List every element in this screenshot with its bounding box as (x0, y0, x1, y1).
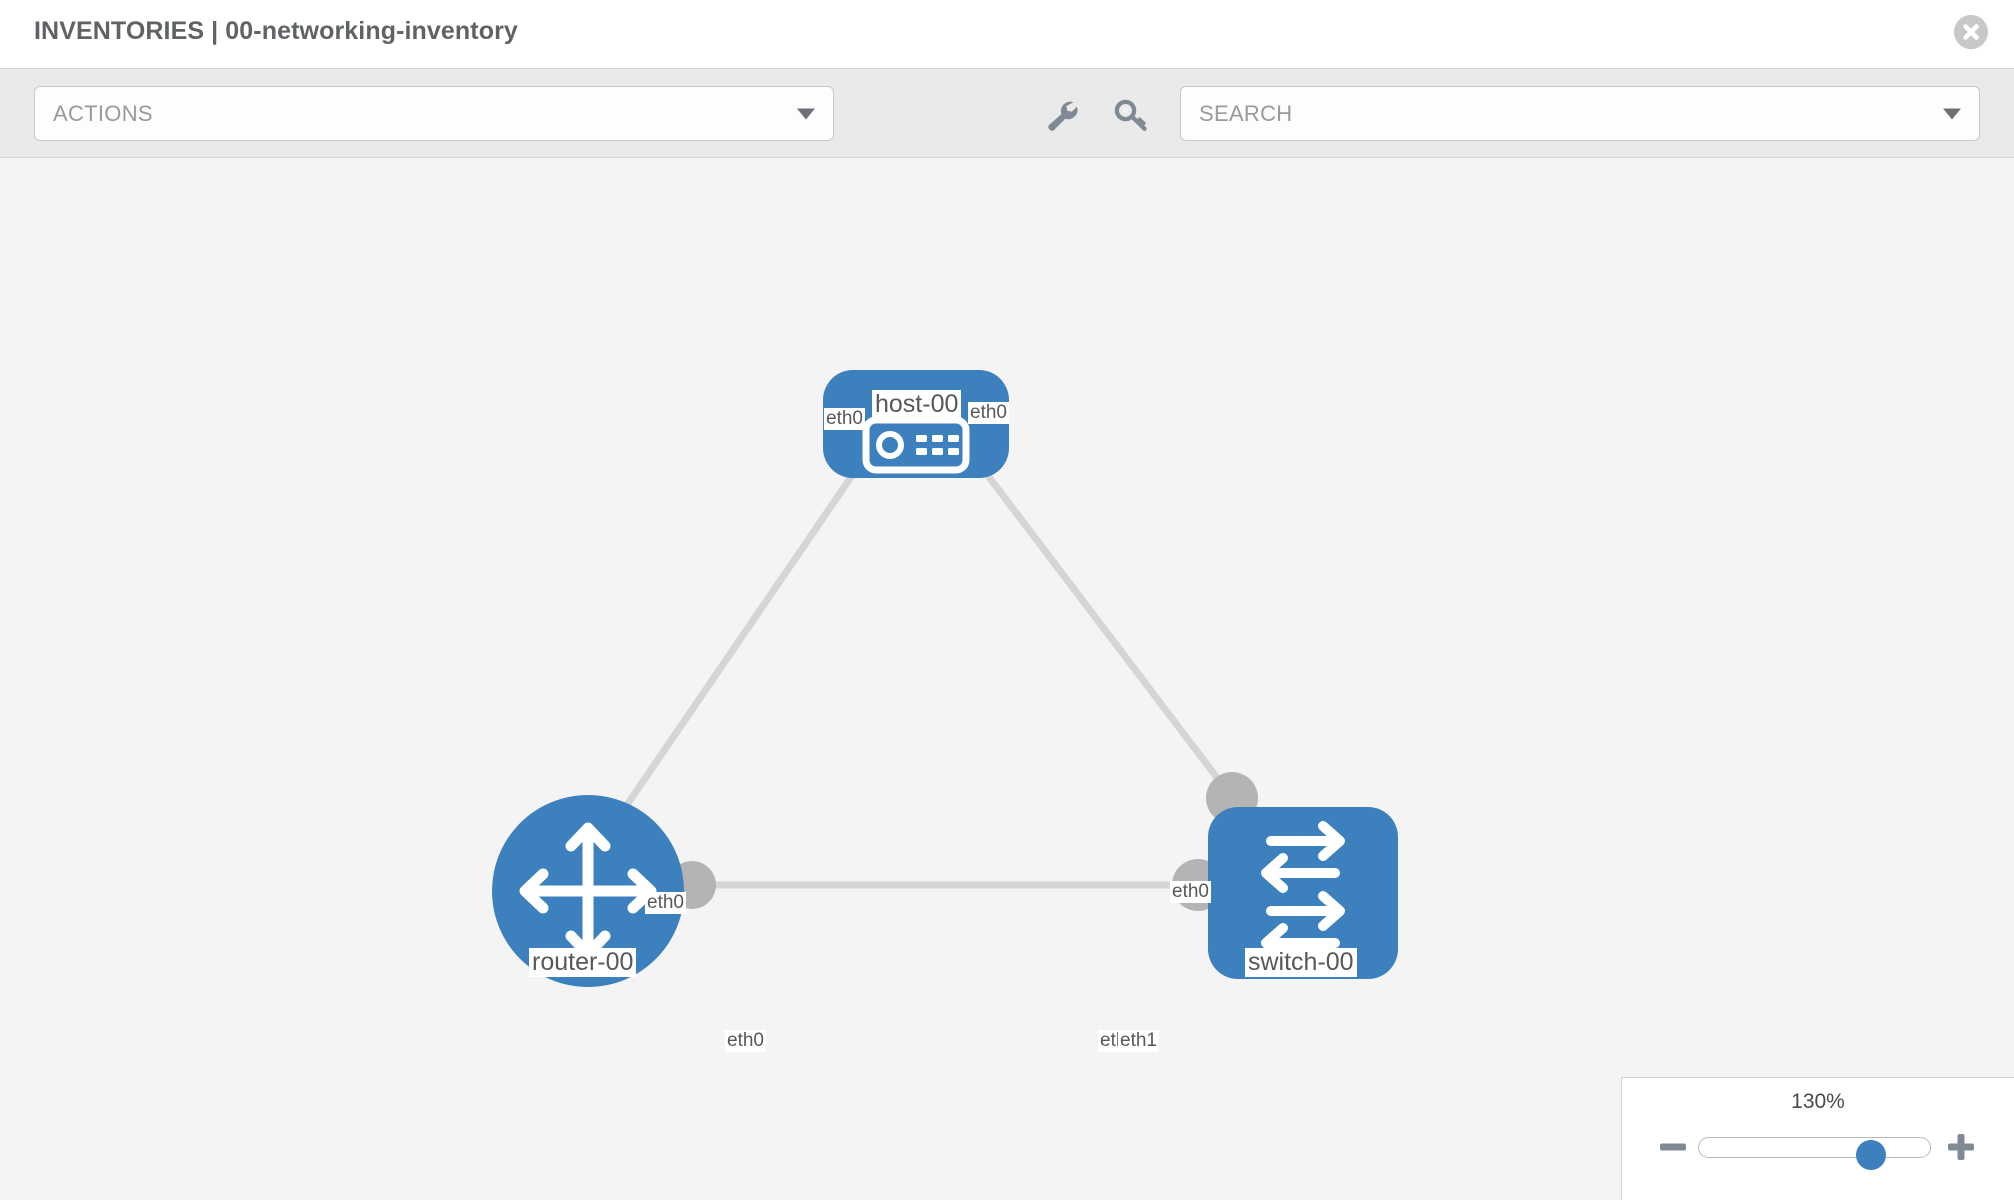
zoom-in-button[interactable] (1946, 1130, 1976, 1164)
wrench-button[interactable] (1044, 99, 1080, 131)
node-label-router-00: router-00 (529, 948, 637, 977)
actions-dropdown[interactable]: ACTIONS (34, 86, 834, 141)
node-host-00[interactable] (823, 370, 1009, 478)
node-switch-00[interactable] (1208, 807, 1398, 979)
key-button[interactable] (1114, 99, 1150, 131)
search-placeholder: SEARCH (1199, 100, 1293, 126)
zoom-slider-thumb[interactable] (1856, 1140, 1886, 1170)
zoom-slider-row (1622, 1130, 2014, 1170)
router-arrows-icon (519, 822, 657, 960)
page-header: INVENTORIES | 00-networking-inventory (0, 0, 2014, 68)
page-title: INVENTORIES | 00-networking-inventory (34, 17, 518, 45)
iface-label-switch-eth0-up: eth0 (1170, 881, 1211, 903)
iface-label-switch-eth1: eth1 (1118, 1030, 1159, 1052)
actions-dropdown-label: ACTIONS (53, 100, 153, 126)
iface-label-router-eth0-right: eth0 (725, 1030, 766, 1052)
server-appliance-icon (862, 416, 970, 474)
key-icon (1114, 99, 1147, 131)
chevron-down-icon (797, 108, 815, 119)
node-label-host-00: host-00 (872, 390, 962, 419)
topology-graph (492, 370, 1398, 987)
plus-icon (1948, 1134, 1974, 1160)
node-label-switch-00: switch-00 (1245, 948, 1357, 977)
iface-label-host-eth0-right: eth0 (968, 402, 1009, 424)
zoom-level-value: 130% (1791, 1090, 1845, 1113)
iface-label-router-eth0-up: eth0 (645, 892, 686, 914)
close-circle-icon (1954, 15, 1988, 49)
close-button[interactable] (1954, 15, 1988, 49)
node-router-00[interactable] (492, 795, 684, 987)
chevron-down-icon (1943, 108, 1961, 119)
search-input[interactable]: SEARCH (1180, 86, 1980, 141)
minus-icon (1660, 1143, 1686, 1151)
wrench-icon (1048, 101, 1078, 131)
link-host-switch[interactable] (945, 420, 1243, 811)
iface-label-host-eth0-left: eth0 (824, 408, 865, 430)
topology-canvas[interactable]: host-00 router-00 switch-00 eth0 eth0 et… (0, 158, 2014, 1200)
link-host-router[interactable] (615, 421, 891, 820)
zoom-slider-track[interactable] (1698, 1137, 1931, 1170)
zoom-out-button[interactable] (1658, 1130, 1688, 1164)
zoom-control-panel: 130% (1621, 1077, 2014, 1200)
toolbar: ACTIONS SEARCH (0, 68, 2014, 158)
